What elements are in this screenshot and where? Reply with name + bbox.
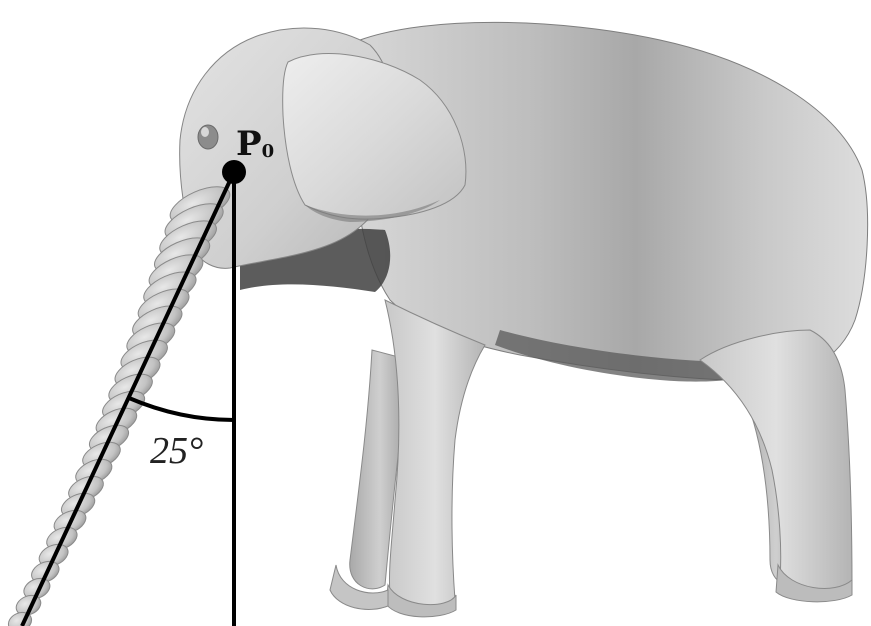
eye [198, 125, 218, 149]
point-label-subscript: 0 [262, 141, 275, 162]
angle-label: 25° [150, 430, 203, 472]
front-near-leg [385, 300, 485, 608]
trunk-axis-line [22, 172, 234, 626]
eye-highlight [201, 127, 209, 137]
elephant-body [5, 22, 867, 626]
point-label-main: P [236, 124, 262, 164]
